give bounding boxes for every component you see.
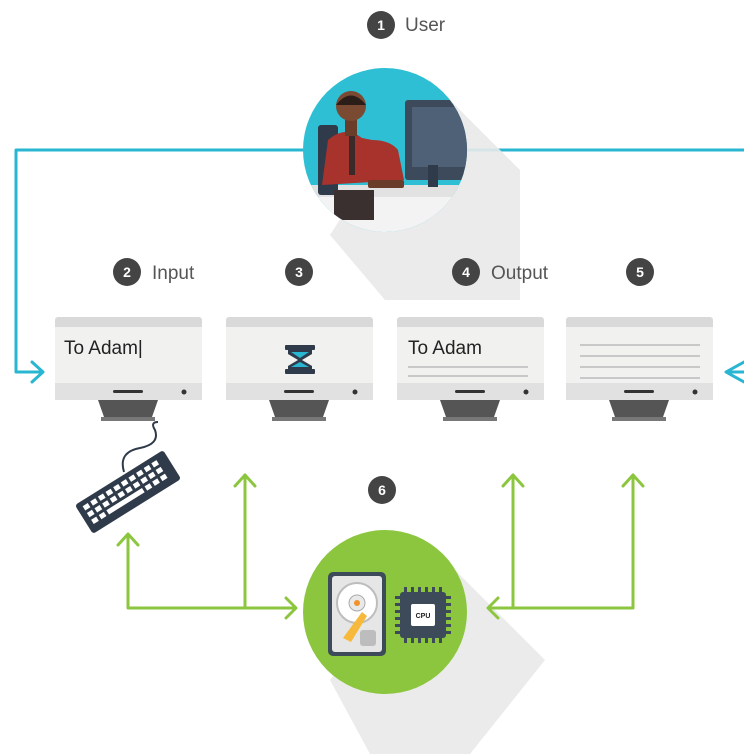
cpu-label: CPU xyxy=(416,613,431,620)
input-arrowhead xyxy=(30,360,45,384)
step-1-label: User xyxy=(405,15,446,36)
step-6-badge: 6 xyxy=(368,476,396,504)
step-3-badge: 3 xyxy=(285,258,313,286)
monitor-output: To Adam xyxy=(397,317,544,421)
monitor-display xyxy=(566,317,713,421)
user-to-input-line xyxy=(14,148,307,374)
user-at-computer-icon xyxy=(303,91,467,232)
cpu-chip-icon: CPU xyxy=(395,587,451,643)
step-3-number: 3 xyxy=(295,264,303,280)
step-4-number: 4 xyxy=(462,264,470,280)
user-connector-lines xyxy=(14,148,744,384)
step-5-badge: 5 xyxy=(626,258,654,286)
step-5-number: 5 xyxy=(636,264,644,280)
storage-connector-lines xyxy=(116,473,645,620)
output-storage-line xyxy=(488,473,515,610)
step-2-badge: 2 Input xyxy=(113,258,195,286)
hard-drive-icon xyxy=(328,572,386,656)
monitor-processing xyxy=(226,317,373,421)
hourglass-icon xyxy=(285,345,315,374)
monitor-input: To Adam| xyxy=(55,317,202,421)
keyboard-storage-line xyxy=(126,533,297,610)
input-screen-text: To Adam| xyxy=(64,338,143,359)
display-storage-line xyxy=(511,473,635,610)
step-6-number: 6 xyxy=(378,482,386,498)
step-2-number: 2 xyxy=(123,264,131,280)
user-circle xyxy=(303,68,467,232)
output-screen-text: To Adam xyxy=(408,338,482,359)
step-4-label: Output xyxy=(491,263,549,284)
step-2-label: Input xyxy=(152,263,195,284)
storage-circle: CPU xyxy=(303,530,467,694)
step-4-badge: 4 Output xyxy=(452,258,549,286)
keyboard-icon xyxy=(76,421,180,533)
step-1-badge: 1 User xyxy=(367,11,446,39)
step-1-number: 1 xyxy=(377,17,385,33)
